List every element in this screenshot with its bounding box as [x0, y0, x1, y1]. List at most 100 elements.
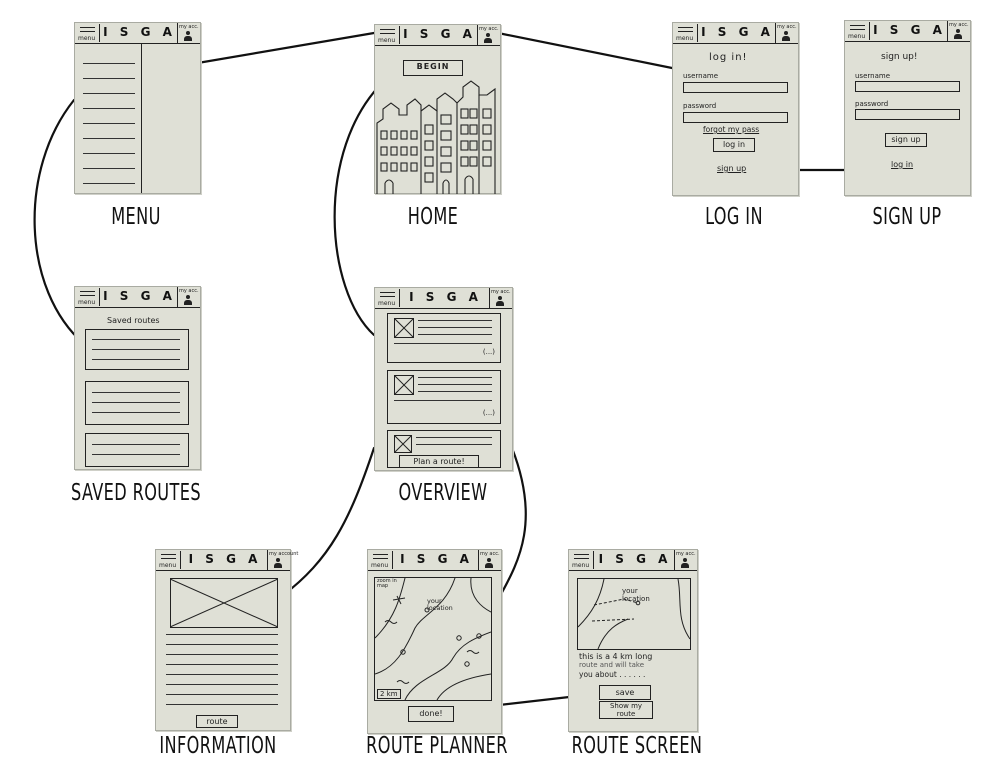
account-button[interactable]: my acc.	[478, 550, 500, 570]
menu-item[interactable]	[83, 138, 135, 139]
caption-menu: MENU	[111, 204, 161, 230]
account-button[interactable]: my acc.	[775, 23, 797, 43]
account-button[interactable]: my acc.	[177, 23, 199, 43]
menu-item[interactable]	[83, 108, 135, 109]
your-location-label: your location	[622, 587, 650, 603]
hamburger-icon[interactable]: menu	[77, 24, 100, 42]
caption-signup: SIGN UP	[872, 204, 942, 230]
person-icon	[782, 31, 790, 41]
route-map-drawing	[578, 579, 690, 649]
signup-button[interactable]: sign up	[885, 133, 927, 147]
password-field[interactable]	[683, 112, 788, 123]
show-route-button[interactable]: Show my route	[599, 701, 653, 719]
hamburger-icon[interactable]: menu	[675, 24, 698, 42]
overview-screen: menu I S G A my acc. (...) (...) Plan a …	[374, 287, 513, 471]
login-link[interactable]: log in	[891, 160, 914, 169]
person-icon	[485, 558, 493, 568]
your-location-label: your location	[427, 597, 453, 612]
person-icon	[496, 296, 504, 306]
map-drawing	[375, 578, 491, 700]
account-button[interactable]: my acc.	[477, 25, 499, 45]
caption-home: HOME	[407, 204, 459, 230]
menu-item[interactable]	[83, 63, 135, 64]
app-title: I S G A	[403, 27, 476, 41]
hamburger-icon[interactable]: menu	[571, 551, 594, 569]
route-map-view[interactable]: your location	[577, 578, 691, 650]
hamburger-icon[interactable]: menu	[847, 22, 870, 40]
text-line	[166, 704, 278, 705]
app-title: I S G A	[409, 290, 482, 304]
account-button[interactable]: my acc.	[177, 287, 199, 307]
overview-card[interactable]: (...)	[387, 370, 501, 424]
begin-button[interactable]: BEGIN	[403, 60, 463, 76]
hamburger-icon[interactable]: menu	[77, 288, 100, 306]
username-label: username	[683, 72, 718, 80]
menu-item[interactable]	[83, 168, 135, 169]
hamburger-icon[interactable]: menu	[158, 551, 181, 569]
connector-menu-savedroutes	[33, 98, 86, 346]
map-label: zoom in map	[377, 578, 397, 589]
hamburger-icon[interactable]: menu	[377, 26, 400, 44]
username-field[interactable]	[855, 81, 960, 92]
caption-information: INFORMATION	[159, 733, 277, 759]
app-title: I S G A	[188, 552, 262, 566]
menu-item[interactable]	[83, 183, 135, 184]
save-button[interactable]: save	[599, 685, 651, 700]
overview-card[interactable]: (...)	[387, 313, 501, 363]
route-description-line1: this is a 4 km long	[579, 652, 653, 661]
plan-route-button[interactable]: Plan a route!	[399, 455, 479, 468]
saved-route-card[interactable]	[85, 381, 189, 425]
information-screen: menu I S G A my account route	[155, 549, 298, 731]
route-planner-screen: menu I S G A my acc.	[367, 549, 502, 734]
password-field[interactable]	[855, 109, 960, 120]
person-icon	[681, 558, 689, 568]
more-link[interactable]: (...)	[482, 409, 495, 417]
route-button[interactable]: route	[196, 715, 238, 728]
image-placeholder-icon	[170, 578, 278, 628]
menu-item[interactable]	[83, 93, 135, 94]
text-line	[166, 694, 278, 695]
saved-route-card[interactable]	[85, 329, 189, 370]
app-title: I S G A	[400, 552, 473, 566]
text-line	[166, 634, 278, 635]
forgot-password-link[interactable]: forgot my pass	[703, 125, 760, 134]
text-line	[166, 654, 278, 655]
connector-overview-information	[280, 446, 376, 598]
connector-menu-home	[178, 31, 376, 68]
account-button[interactable]: my acc.	[947, 21, 969, 41]
menu-item[interactable]	[83, 78, 135, 79]
hamburger-icon[interactable]: menu	[377, 289, 400, 307]
person-icon	[484, 33, 492, 43]
hamburger-icon[interactable]: menu	[370, 551, 393, 569]
menu-drawer-edge	[141, 43, 142, 193]
signup-title: sign up!	[881, 52, 918, 62]
text-line	[166, 684, 278, 685]
signup-link[interactable]: sign up	[717, 164, 747, 173]
caption-saved-routes: SAVED ROUTES	[71, 480, 201, 506]
person-icon	[184, 295, 192, 305]
saved-route-card[interactable]	[85, 433, 189, 467]
connector-home-overview	[333, 80, 385, 337]
caption-route-planner: ROUTE PLANNER	[366, 733, 508, 759]
image-placeholder-icon	[394, 318, 414, 338]
text-line	[166, 664, 278, 665]
account-button[interactable]: my acc.	[674, 550, 696, 570]
more-link[interactable]: (...)	[482, 348, 495, 356]
app-header: menu I S G A my acc.	[375, 25, 500, 46]
username-field[interactable]	[683, 82, 788, 93]
app-header: menu I S G A my acc.	[375, 288, 512, 309]
login-button[interactable]: log in	[713, 138, 755, 152]
account-button[interactable]: my acc.	[489, 288, 511, 308]
app-header: menu I S G A my acc.	[569, 550, 697, 571]
account-button[interactable]: my account	[267, 550, 298, 570]
menu-item[interactable]	[83, 153, 135, 154]
text-line	[166, 644, 278, 645]
map-view[interactable]: zoom in map your location 2 km	[374, 577, 492, 701]
menu-item[interactable]	[83, 123, 135, 124]
route-screen: menu I S G A my acc. your location this …	[568, 549, 698, 732]
route-description-line2: route and will take	[579, 661, 645, 669]
done-button[interactable]: done!	[408, 706, 454, 722]
app-title: I S G A	[598, 552, 672, 566]
app-title: I S G A	[701, 25, 774, 39]
